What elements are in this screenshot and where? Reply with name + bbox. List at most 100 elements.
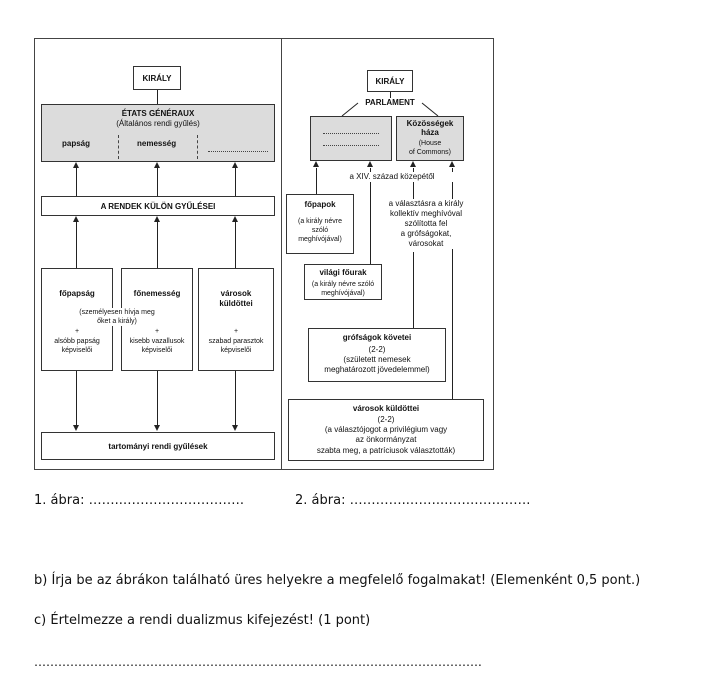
fig1-arrow-line: [157, 222, 158, 268]
fig2-kiraly-box: KIRÁLY: [367, 70, 413, 92]
fig1-plus: +: [154, 328, 160, 335]
fig1-arrow-line: [76, 222, 77, 268]
fig1-rendek-label: A RENDEK KÜLÖN GYŰLÉSEI: [100, 202, 216, 211]
fig2-grofsagok-box: grófságok követei (2-2) (született nemes…: [308, 328, 446, 382]
fig1-arrow-line: [235, 222, 236, 268]
fig2-varosok: városok küldöttei: [352, 404, 420, 413]
fig1-arrowhead: [154, 216, 160, 222]
question-c: c) Értelmezze a rendi dualizmus kifejezé…: [34, 613, 371, 628]
fig1-also-l1: alsóbb papság: [54, 338, 100, 345]
fig2-parlament: PARLAMENT: [365, 98, 415, 107]
fig2-grofsagok: grófságok követei: [342, 333, 412, 342]
fig2-vilagi: világi főurak: [319, 268, 367, 277]
fig1-varosok-l1: városok: [220, 289, 252, 298]
fig2-fopapok: főpapok: [304, 200, 336, 209]
fig2-arrowhead: [367, 161, 373, 167]
figure-divider: [281, 38, 282, 469]
fig1-tartomanyi-box: tartományi rendi gyűlések: [41, 432, 275, 460]
fig2-varosok-s2: (a választójogot a privilégium vagy: [324, 425, 448, 434]
fig1-varosok-l2: küldöttei: [219, 299, 253, 308]
fig1-papsag: papság: [62, 139, 91, 148]
fig1-arrow-line: [76, 371, 77, 425]
fig2-kozossegek-l1: Közösségek: [406, 119, 454, 128]
fig1-fonemesseg: főnemesség: [133, 289, 181, 298]
fig2-arrow-line: [370, 168, 371, 264]
fig2-varosok-s3: az önkormányzat: [355, 435, 417, 444]
fig1-arrow-line: [157, 371, 158, 425]
answer-abra-1: 1. ábra: ……..……………………….: [34, 493, 244, 508]
fig1-arrowhead: [232, 216, 238, 222]
fig2-varosok-s4: szabta meg, a patríciusok választották): [316, 446, 456, 455]
question-b: b) Írja be az ábrákon található üres hel…: [34, 573, 641, 588]
fig2-arrowhead: [313, 161, 319, 167]
fig2-blank-lords-2: [323, 145, 379, 146]
fig1-arrowhead: [154, 162, 160, 168]
fig1-varosok-box: városok küldöttei + szabad parasztok kép…: [198, 268, 274, 371]
fig1-kiraly-box: KIRÁLY: [133, 66, 181, 90]
fig2-xiv: a XIV. század közepétől: [330, 172, 454, 182]
fig2-valasztasra-l1: a választásra a király: [376, 199, 476, 209]
fig2-lords-box: [310, 116, 392, 161]
fig1-tartomanyi-label: tartományi rendi gyűlések: [108, 442, 208, 451]
fig2-arrow-line: [413, 252, 414, 328]
fig2-arrowhead: [449, 161, 455, 167]
fig2-house-l2: of Commons): [408, 149, 451, 156]
answer-abra-2: 2. ábra: …………..……..…….………….: [295, 493, 531, 508]
fig1-szemelyesen-l1: (személyesen hívja meg: [62, 308, 172, 317]
fig1-arrowhead: [154, 425, 160, 431]
fig2-blank-lords-1: [323, 133, 379, 134]
fig1-nemesseg: nemesség: [137, 139, 177, 148]
fig2-grofsagok-s2: (született nemesek: [343, 355, 411, 364]
fig2-fopapok-box: főpapok (a király névre szóló meghívójáv…: [286, 194, 354, 254]
fig1-kisebb-l2: képviselői: [141, 347, 173, 354]
fig2-arrow-line: [452, 168, 453, 399]
fig1-arrowhead: [73, 162, 79, 168]
fig1-arrowhead: [232, 162, 238, 168]
fig1-arrowhead: [73, 425, 79, 431]
fig1-arrowhead: [232, 425, 238, 431]
fig2-parlament-branches: [341, 102, 439, 117]
fig1-etats-box: ÉTATS GÉNÉRAUX (Általános rendi gyűlés) …: [41, 104, 275, 162]
fig1-szemelyesen-l2: őket a király): [62, 317, 172, 326]
fig2-vilagi-s2: meghívójával): [321, 290, 365, 297]
fig1-szabad-l2: képviselői: [220, 347, 252, 354]
fig1-kiraly-label: KIRÁLY: [142, 74, 172, 83]
fig1-etats-sub: (Általános rendi gyűlés): [116, 119, 200, 128]
fig2-arrow-line: [316, 168, 317, 194]
fig2-valasztasra-l3: szólította fel: [376, 219, 476, 229]
fig1-arrowhead: [73, 216, 79, 222]
fig2-valasztasra-l4: a grófságokat,: [376, 229, 476, 239]
fig1-kisebb-l1: kisebb vazallusok: [129, 338, 185, 345]
fig2-commons-box: Közösségek háza (House of Commons): [396, 116, 464, 161]
fig1-blank-third-estate: [208, 151, 268, 152]
fig1-arrow-line: [235, 371, 236, 425]
fig2-vilagi-s1: (a király névre szóló: [311, 281, 375, 288]
fig2-arrow-line: [413, 168, 414, 204]
fig2-fopapok-s2: szóló: [311, 227, 329, 234]
fig2-valasztasra-l2: kollektív meghívóval: [376, 209, 476, 219]
fig2-house-l1: (House: [418, 140, 442, 147]
fig1-rendek-box: A RENDEK KÜLÖN GYŰLÉSEI: [41, 196, 275, 216]
fig1-arrow-line: [235, 168, 236, 196]
fig2-connector: [390, 92, 391, 98]
fig1-plus: +: [233, 328, 239, 335]
fig2-varosok-s1: (2-2): [377, 415, 395, 424]
fig2-fopapok-s1: (a király névre: [298, 218, 342, 225]
fig2-fopapok-s3: meghívójával): [298, 236, 342, 243]
fig1-etats-title: ÉTATS GÉNÉRAUX: [121, 109, 195, 118]
fig1-plus: +: [74, 328, 80, 335]
fig1-divider-dashed-1: [118, 135, 119, 159]
fig2-kiraly-label: KIRÁLY: [375, 77, 405, 86]
fig2-vilagi-box: világi főurak (a király névre szóló megh…: [304, 264, 382, 300]
fig1-szabad-l1: szabad parasztok: [208, 338, 264, 345]
fig1-divider-dashed-2: [197, 135, 198, 159]
answer-line-c: ………………………………………………………………………………………………….: [34, 655, 482, 669]
fig2-grofsagok-s1: (2-2): [368, 345, 386, 354]
fig2-grofsagok-s3: meghatározott jövedelemmel): [324, 365, 430, 374]
fig2-valasztasra-l5: városokat: [376, 239, 476, 249]
fig1-also-l2: képviselői: [61, 347, 93, 354]
fig2-arrowhead: [410, 161, 416, 167]
fig2-kozossegek-l2: háza: [421, 128, 439, 137]
fig1-arrow-line: [157, 168, 158, 196]
fig1-fopapsag: főpapság: [59, 289, 95, 298]
